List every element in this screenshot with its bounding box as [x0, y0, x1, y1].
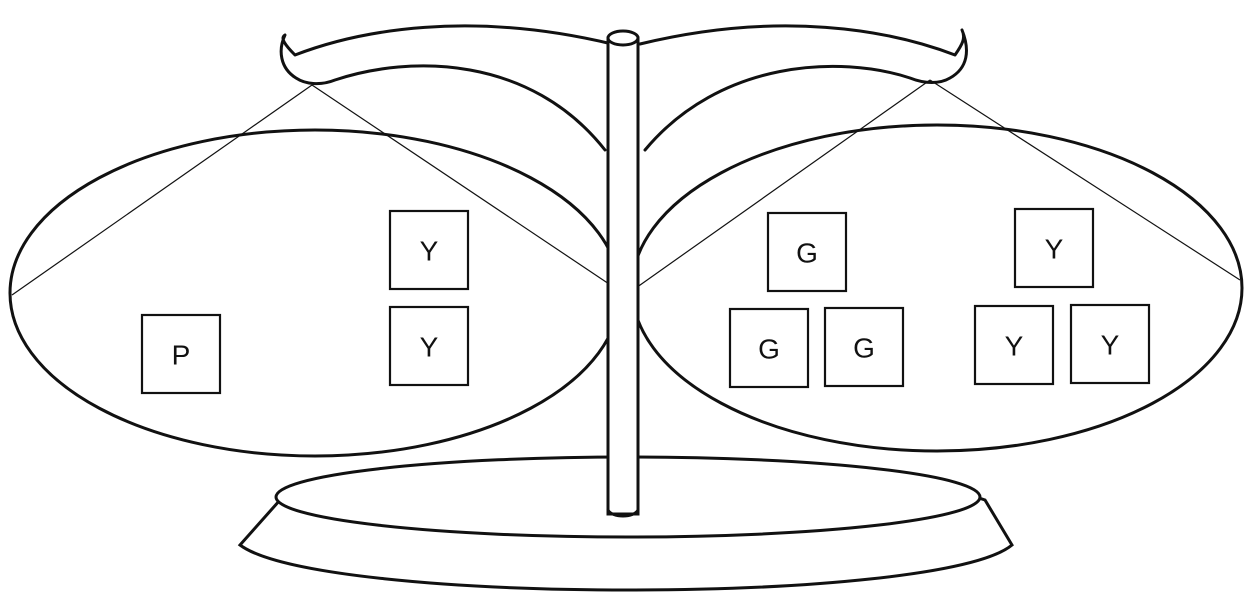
- block-tile: Y: [1071, 305, 1149, 383]
- block-tile: G: [768, 213, 846, 291]
- block-label: Y: [420, 236, 439, 267]
- block-label: G: [853, 333, 875, 364]
- left-pan: [10, 130, 620, 456]
- right-pan-group: [632, 80, 1242, 451]
- block-tile: G: [825, 308, 903, 386]
- right-pan: [632, 125, 1242, 451]
- block-tile: Y: [1015, 209, 1093, 287]
- block-tile: Y: [975, 306, 1053, 384]
- left-pan-group: [10, 85, 620, 456]
- block-label: Y: [420, 332, 439, 363]
- block-label: P: [172, 340, 191, 371]
- center-post: [608, 31, 638, 516]
- block-tile: Y: [390, 211, 468, 289]
- block-label: Y: [1045, 234, 1064, 265]
- block-label: Y: [1005, 331, 1024, 362]
- block-tile: G: [730, 309, 808, 387]
- post-shaft: [608, 38, 638, 514]
- block-tile: Y: [390, 307, 468, 385]
- post-cap: [608, 31, 638, 45]
- block-label: G: [758, 334, 780, 365]
- block-tile: P: [142, 315, 220, 393]
- block-label: Y: [1101, 330, 1120, 361]
- block-label: G: [796, 238, 818, 269]
